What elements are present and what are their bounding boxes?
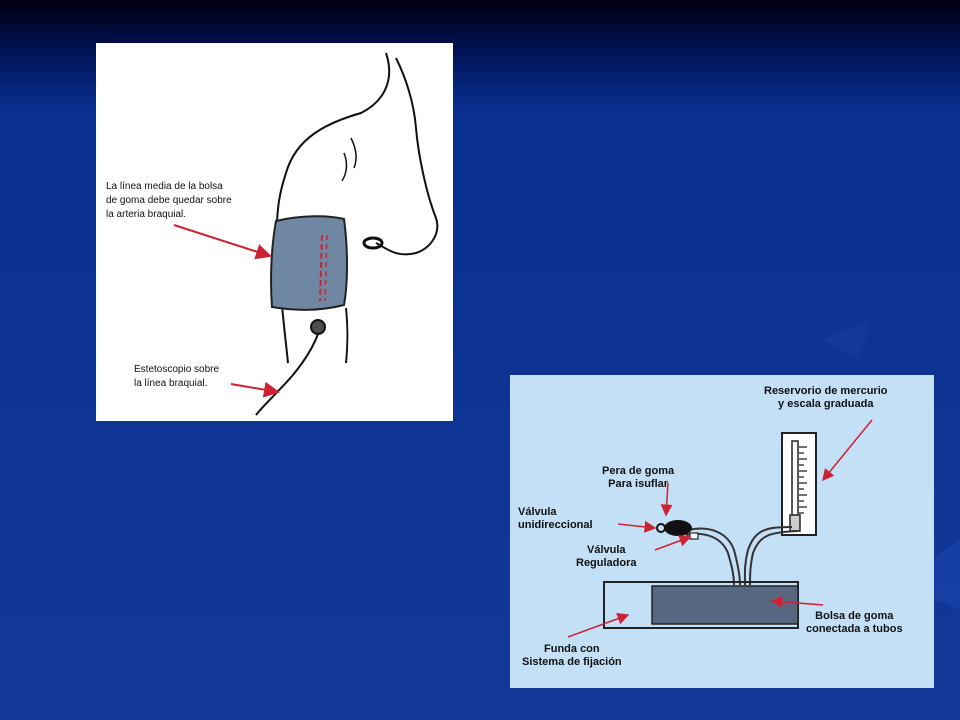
one-way-valve-label: Válvula unidireccional bbox=[518, 506, 593, 531]
device-illustration bbox=[567, 419, 873, 638]
cuff-shape bbox=[270, 215, 348, 311]
bulb-label: Pera de goma Para isuflar bbox=[602, 465, 675, 490]
nipple-mark bbox=[362, 236, 384, 250]
reservoir-label: Reservorio de mercurio y escala graduada bbox=[764, 385, 888, 410]
rubber-bag-label: Bolsa de goma conectada a tubos bbox=[806, 610, 903, 635]
arrow-stethoscope bbox=[230, 381, 280, 398]
cover-label: Funda con Sistema de fijación bbox=[522, 643, 622, 668]
stethoscope-head bbox=[310, 319, 326, 335]
arm-cuff-diagram: La línea media de la bolsa de goma debe … bbox=[96, 43, 453, 421]
midline-label: La línea media de la bolsa de goma debe … bbox=[106, 181, 232, 220]
rubber-bag bbox=[651, 585, 799, 625]
regulator-valve bbox=[689, 532, 699, 540]
regulator-valve-label: Válvula Reguladora bbox=[576, 544, 637, 569]
arm-illustration bbox=[173, 52, 439, 416]
rubber-bulb bbox=[664, 520, 692, 536]
arrow-midline bbox=[173, 224, 272, 260]
sphygmomanometer-diagram: Reservorio de mercurio y escala graduada… bbox=[510, 375, 934, 688]
stethoscope-label: Estetoscopio sobre la línea braquial. bbox=[134, 364, 220, 389]
